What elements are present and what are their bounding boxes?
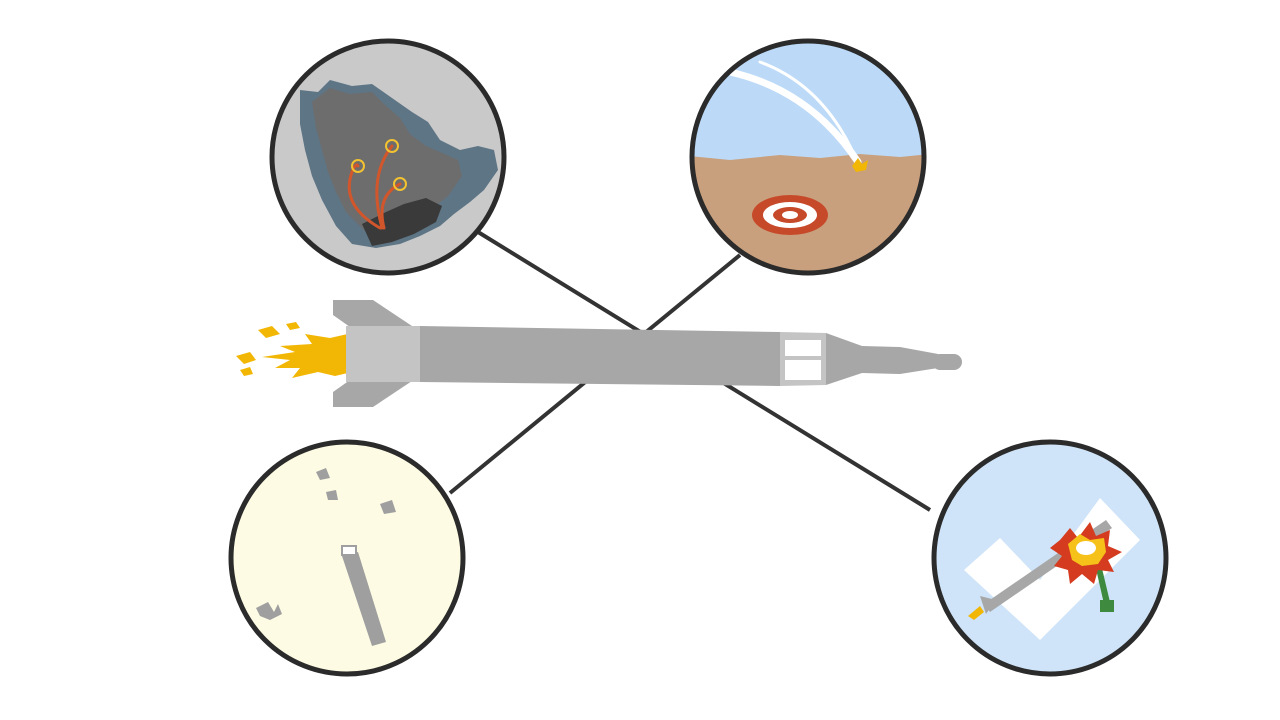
panel-interception [931, 439, 1169, 677]
panel-impact-target [689, 38, 927, 276]
explosion-icon [931, 439, 1169, 677]
missile-panel-top [785, 340, 821, 356]
missile [236, 300, 962, 407]
missile-nose-tip [932, 354, 962, 370]
interceptor-missile [1094, 560, 1114, 612]
debris-nose-fragment [341, 545, 357, 556]
target-ring-icon [393, 177, 407, 191]
target-markers [351, 139, 407, 191]
debris-icon [228, 439, 466, 677]
panel-launch-map [269, 38, 507, 276]
missile-engine [346, 326, 422, 382]
target-ring-icon [351, 159, 365, 173]
missile-panel-bottom [785, 360, 821, 380]
missile-lower-fin [333, 380, 412, 407]
bullseye-icon [689, 38, 927, 276]
missile-nose-cone [826, 333, 938, 385]
map-icon [269, 38, 507, 276]
panel-missile-debris [228, 439, 466, 677]
bullseye-target [752, 195, 828, 235]
missile-fuselage [420, 326, 780, 386]
target-ring-icon [385, 139, 399, 153]
missile-upper-fin [333, 300, 412, 327]
missile-trail-thin [758, 60, 854, 152]
debris-body-fragment [342, 552, 386, 646]
intercept-sky [934, 442, 1166, 674]
missile-trail [726, 68, 862, 166]
debris-pieces [256, 468, 396, 646]
debris-piece [256, 602, 282, 620]
debris-piece [380, 500, 396, 514]
exhaust-flame [236, 322, 352, 378]
explosion-burst [1050, 522, 1122, 584]
map-yemen [362, 198, 442, 246]
trajectory-arcs [347, 144, 402, 230]
impact-flash [852, 158, 868, 172]
debris-piece [316, 468, 330, 480]
debris-piece [326, 490, 338, 500]
